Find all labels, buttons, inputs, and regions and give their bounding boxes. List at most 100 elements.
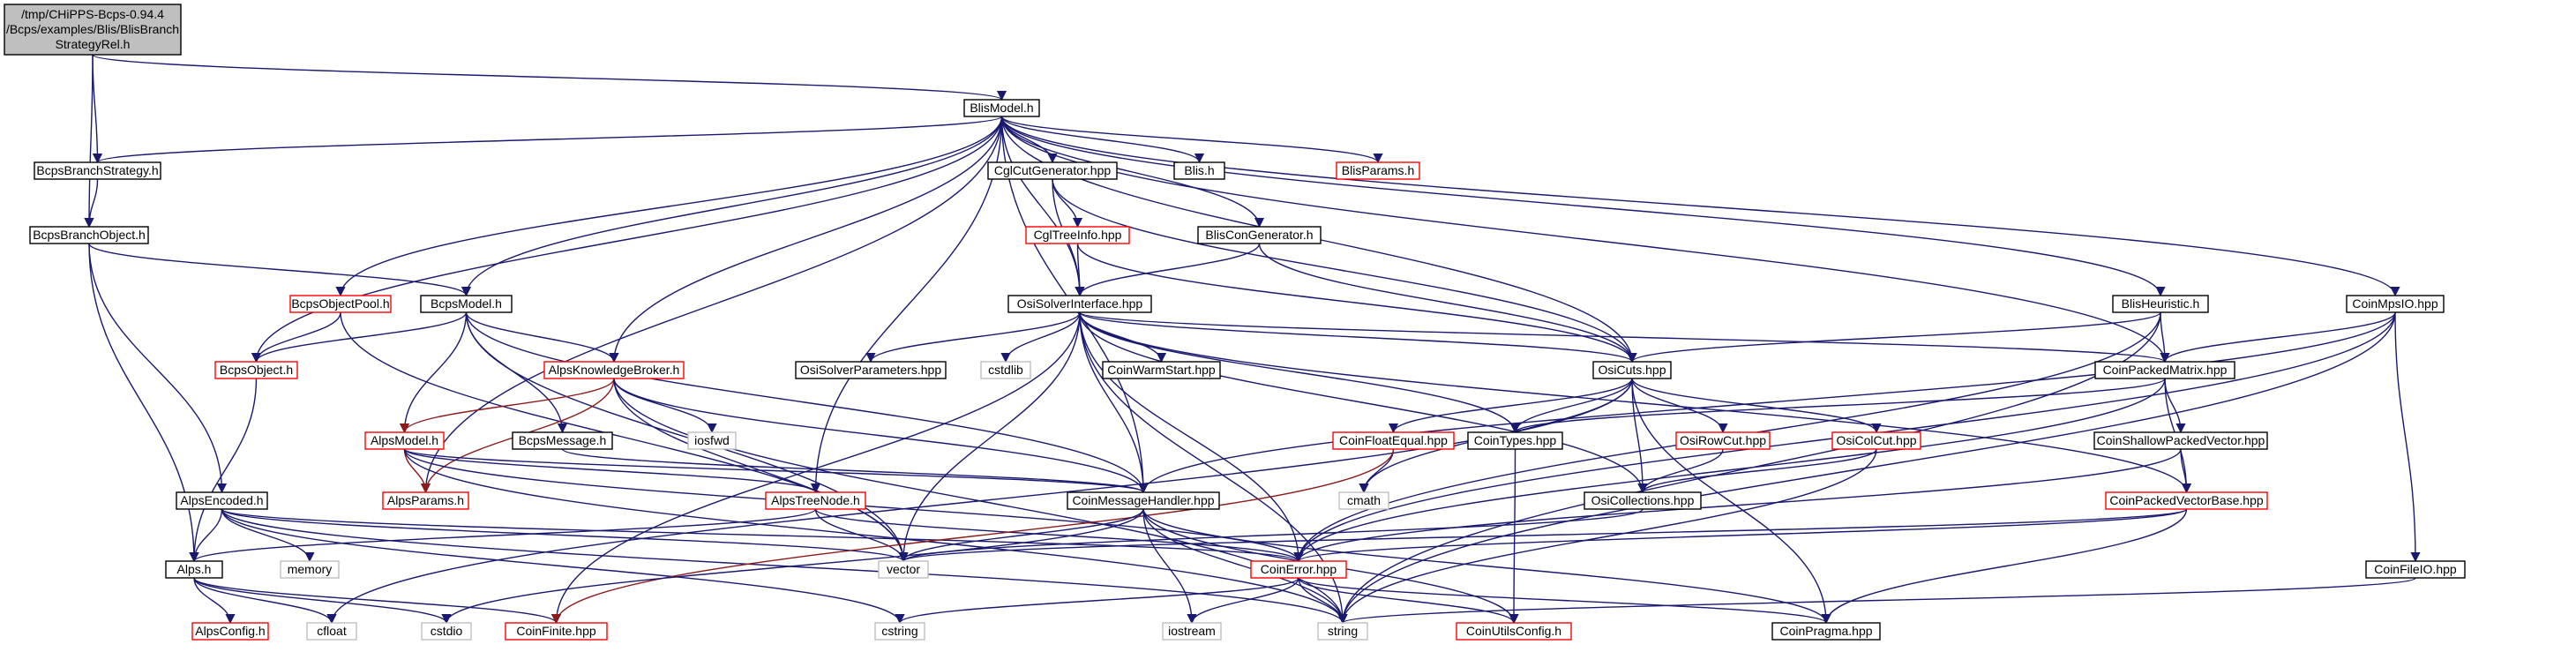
node-alpsknowledgebroker[interactable]: AlpsKnowledgeBroker.h: [543, 361, 685, 379]
edge: [1509, 378, 1633, 434]
node-cgltreeinfo[interactable]: CglTreeInfo.hpp: [1025, 226, 1130, 244]
node-coinutilsconfig[interactable]: CoinUtilsConfig.h: [1456, 622, 1572, 641]
edge: [1337, 311, 2396, 625]
edge-blismodel-to-alpstreenode: [810, 116, 1003, 494]
node-label-coinpragma: CoinPragma.hpp: [1779, 624, 1872, 638]
node-iosfwd: iosfwd: [687, 431, 737, 450]
node-box-bcpsobjectpool: [289, 295, 392, 313]
node-label-blismodel: BlisModel.h: [970, 101, 1033, 115]
node-osisolverparameters[interactable]: OsiSolverParameters.hpp: [795, 361, 947, 379]
edge: [465, 311, 619, 363]
edge: [93, 116, 1003, 164]
edge: [221, 508, 1304, 563]
edge-alpsencoded-to-vector: [221, 508, 909, 563]
node-coinpackedmatrix[interactable]: CoinPackedMatrix.hpp: [2094, 361, 2235, 379]
node-bcpsbranchstrategy[interactable]: BcpsBranchStrategy.h: [34, 161, 161, 180]
node-osicuts[interactable]: OsiCuts.hpp: [1592, 361, 1672, 379]
node-box-vector: [878, 560, 929, 579]
node-bcpsbranchobject[interactable]: BcpsBranchObject.h: [29, 226, 149, 244]
node-coinfloatequal[interactable]: CoinFloatEqual.hpp: [1332, 431, 1455, 450]
node-coinmpsio[interactable]: CoinMpsIO.hpp: [2346, 295, 2445, 313]
edge-blismodel-to-alpsparams: [420, 116, 1003, 494]
node-box-coinfinite: [505, 622, 608, 641]
node-coinwarmstart[interactable]: CoinWarmStart.hpp: [1102, 361, 1221, 379]
node-box-bcpsmessage: [512, 431, 613, 450]
edge-alpsencoded-to-memory: [221, 508, 315, 563]
edge-alpsmodel-to-coinmessagehandler: [403, 448, 1149, 494]
node-cointypes[interactable]: CoinTypes.hpp: [1467, 431, 1563, 450]
node-alpsconfig[interactable]: AlpsConfig.h: [191, 622, 269, 641]
edge-alpsknowledgebroker-to-coinmessagehandler: [613, 378, 1149, 494]
edge-blismodel-to-blisheuristic: [1000, 116, 2166, 297]
node-label-root: /Bcps/examples/Blis/BlisBranch: [6, 22, 179, 36]
node-bcpsobject[interactable]: BcpsObject.h: [214, 361, 298, 379]
node-box-coinwarmstart: [1102, 361, 1221, 379]
node-alpstreenode[interactable]: AlpsTreeNode.h: [765, 491, 866, 510]
node-label-cgltreeinfo: CglTreeInfo.hpp: [1034, 228, 1122, 242]
node-bcpsmessage[interactable]: BcpsMessage.h: [512, 431, 613, 450]
node-bliscongenerator[interactable]: BlisConGenerator.h: [1197, 226, 1322, 244]
edge: [1258, 243, 1637, 363]
edge-coinpackedmatrix-to-coinerror: [1293, 378, 2166, 563]
edge-osisolverinterface-to-coinfinite: [550, 311, 1081, 625]
node-blisparams[interactable]: BlisParams.h: [1336, 161, 1420, 180]
node-box-coinerror: [1250, 560, 1347, 579]
node-osicolcut[interactable]: OsiColCut.hpp: [1831, 431, 1921, 450]
node-osisolverinterface[interactable]: OsiSolverInterface.hpp: [1007, 295, 1152, 313]
node-label-alpsparams: AlpsParams.h: [387, 493, 464, 507]
node-label-root: StrategyRel.h: [56, 37, 131, 51]
node-alpsparams[interactable]: AlpsParams.h: [382, 491, 469, 510]
edge: [420, 116, 1003, 494]
node-box-blisparams: [1336, 161, 1420, 180]
node-box-iostream: [1162, 622, 1222, 641]
node-alps[interactable]: Alps.h: [165, 560, 223, 579]
node-coinmessagehandler[interactable]: CoinMessageHandler.hpp: [1067, 491, 1220, 510]
node-blisheuristic[interactable]: BlisHeuristic.h: [2112, 295, 2209, 313]
node-bcpsmodel[interactable]: BcpsModel.h: [420, 295, 513, 313]
node-label-alpsconfig: AlpsConfig.h: [195, 624, 265, 638]
node-label-coinmessagehandler: CoinMessageHandler.hpp: [1072, 493, 1214, 507]
edge: [1509, 448, 1519, 625]
edge-cglcutgenerator-to-osicuts: [1052, 178, 1637, 363]
node-bcpsobjectpool[interactable]: BcpsObjectPool.h: [289, 295, 392, 313]
node-box-coinshallowpackedvector: [2093, 431, 2268, 450]
node-alpsencoded[interactable]: AlpsEncoded.h: [176, 491, 268, 510]
node-coinshallowpackedvector[interactable]: CoinShallowPackedVector.hpp: [2093, 431, 2268, 450]
node-coinfileio[interactable]: CoinFileIO.hpp: [2365, 560, 2466, 579]
edge: [193, 577, 236, 625]
edge: [2160, 311, 2396, 363]
node-label-coinutilsconfig: CoinUtilsConfig.h: [1466, 624, 1561, 638]
edge-osisolverinterface-to-coinpackedmatrix: [1079, 311, 2170, 363]
node-label-iosfwd: iosfwd: [694, 433, 730, 447]
edge: [1079, 311, 1149, 494]
edge: [1293, 378, 2166, 563]
node-alpsmodel[interactable]: AlpsModel.h: [364, 431, 445, 450]
edge-bcpsmodel-to-alpsmodel: [399, 311, 468, 434]
edge: [193, 577, 337, 625]
node-coinpackedvectorbase[interactable]: CoinPackedVectorBase.hpp: [2105, 491, 2268, 510]
node-osirowcut[interactable]: OsiRowCut.hpp: [1675, 431, 1771, 450]
edge-bcpsmodel-to-vector: [465, 311, 909, 563]
node-coinpragma[interactable]: CoinPragma.hpp: [1771, 622, 1881, 641]
node-label-coinfloatequal: CoinFloatEqual.hpp: [1339, 433, 1448, 447]
node-cglcutgenerator[interactable]: CglCutGenerator.hpp: [987, 161, 1118, 180]
edge: [609, 116, 1003, 363]
node-label-osicuts: OsiCuts.hpp: [1598, 363, 1666, 377]
node-blismodel[interactable]: BlisModel.h: [963, 99, 1040, 117]
edge: [399, 311, 468, 434]
node-blis[interactable]: Blis.h: [1173, 161, 1225, 180]
edge: [1293, 508, 2188, 563]
node-coinfinite[interactable]: CoinFinite.hpp: [505, 622, 608, 641]
edge-coinmpsio-to-coinpackedmatrix: [2160, 311, 2396, 363]
edge-blismodel-to-bliscongenerator: [1000, 116, 1265, 229]
node-label-vector: vector: [887, 562, 920, 576]
edge: [465, 311, 1149, 494]
node-memory: memory: [280, 560, 340, 579]
edge-alps-to-coinfinite: [193, 577, 561, 625]
node-osicollections[interactable]: OsiCollections.hpp: [1584, 491, 1702, 510]
node-label-bcpsobjectpool: BcpsObjectPool.h: [291, 296, 389, 311]
node-box-osicuts: [1592, 361, 1672, 379]
node-box-cfloat: [306, 622, 357, 641]
node-coinerror[interactable]: CoinError.hpp: [1250, 560, 1347, 579]
